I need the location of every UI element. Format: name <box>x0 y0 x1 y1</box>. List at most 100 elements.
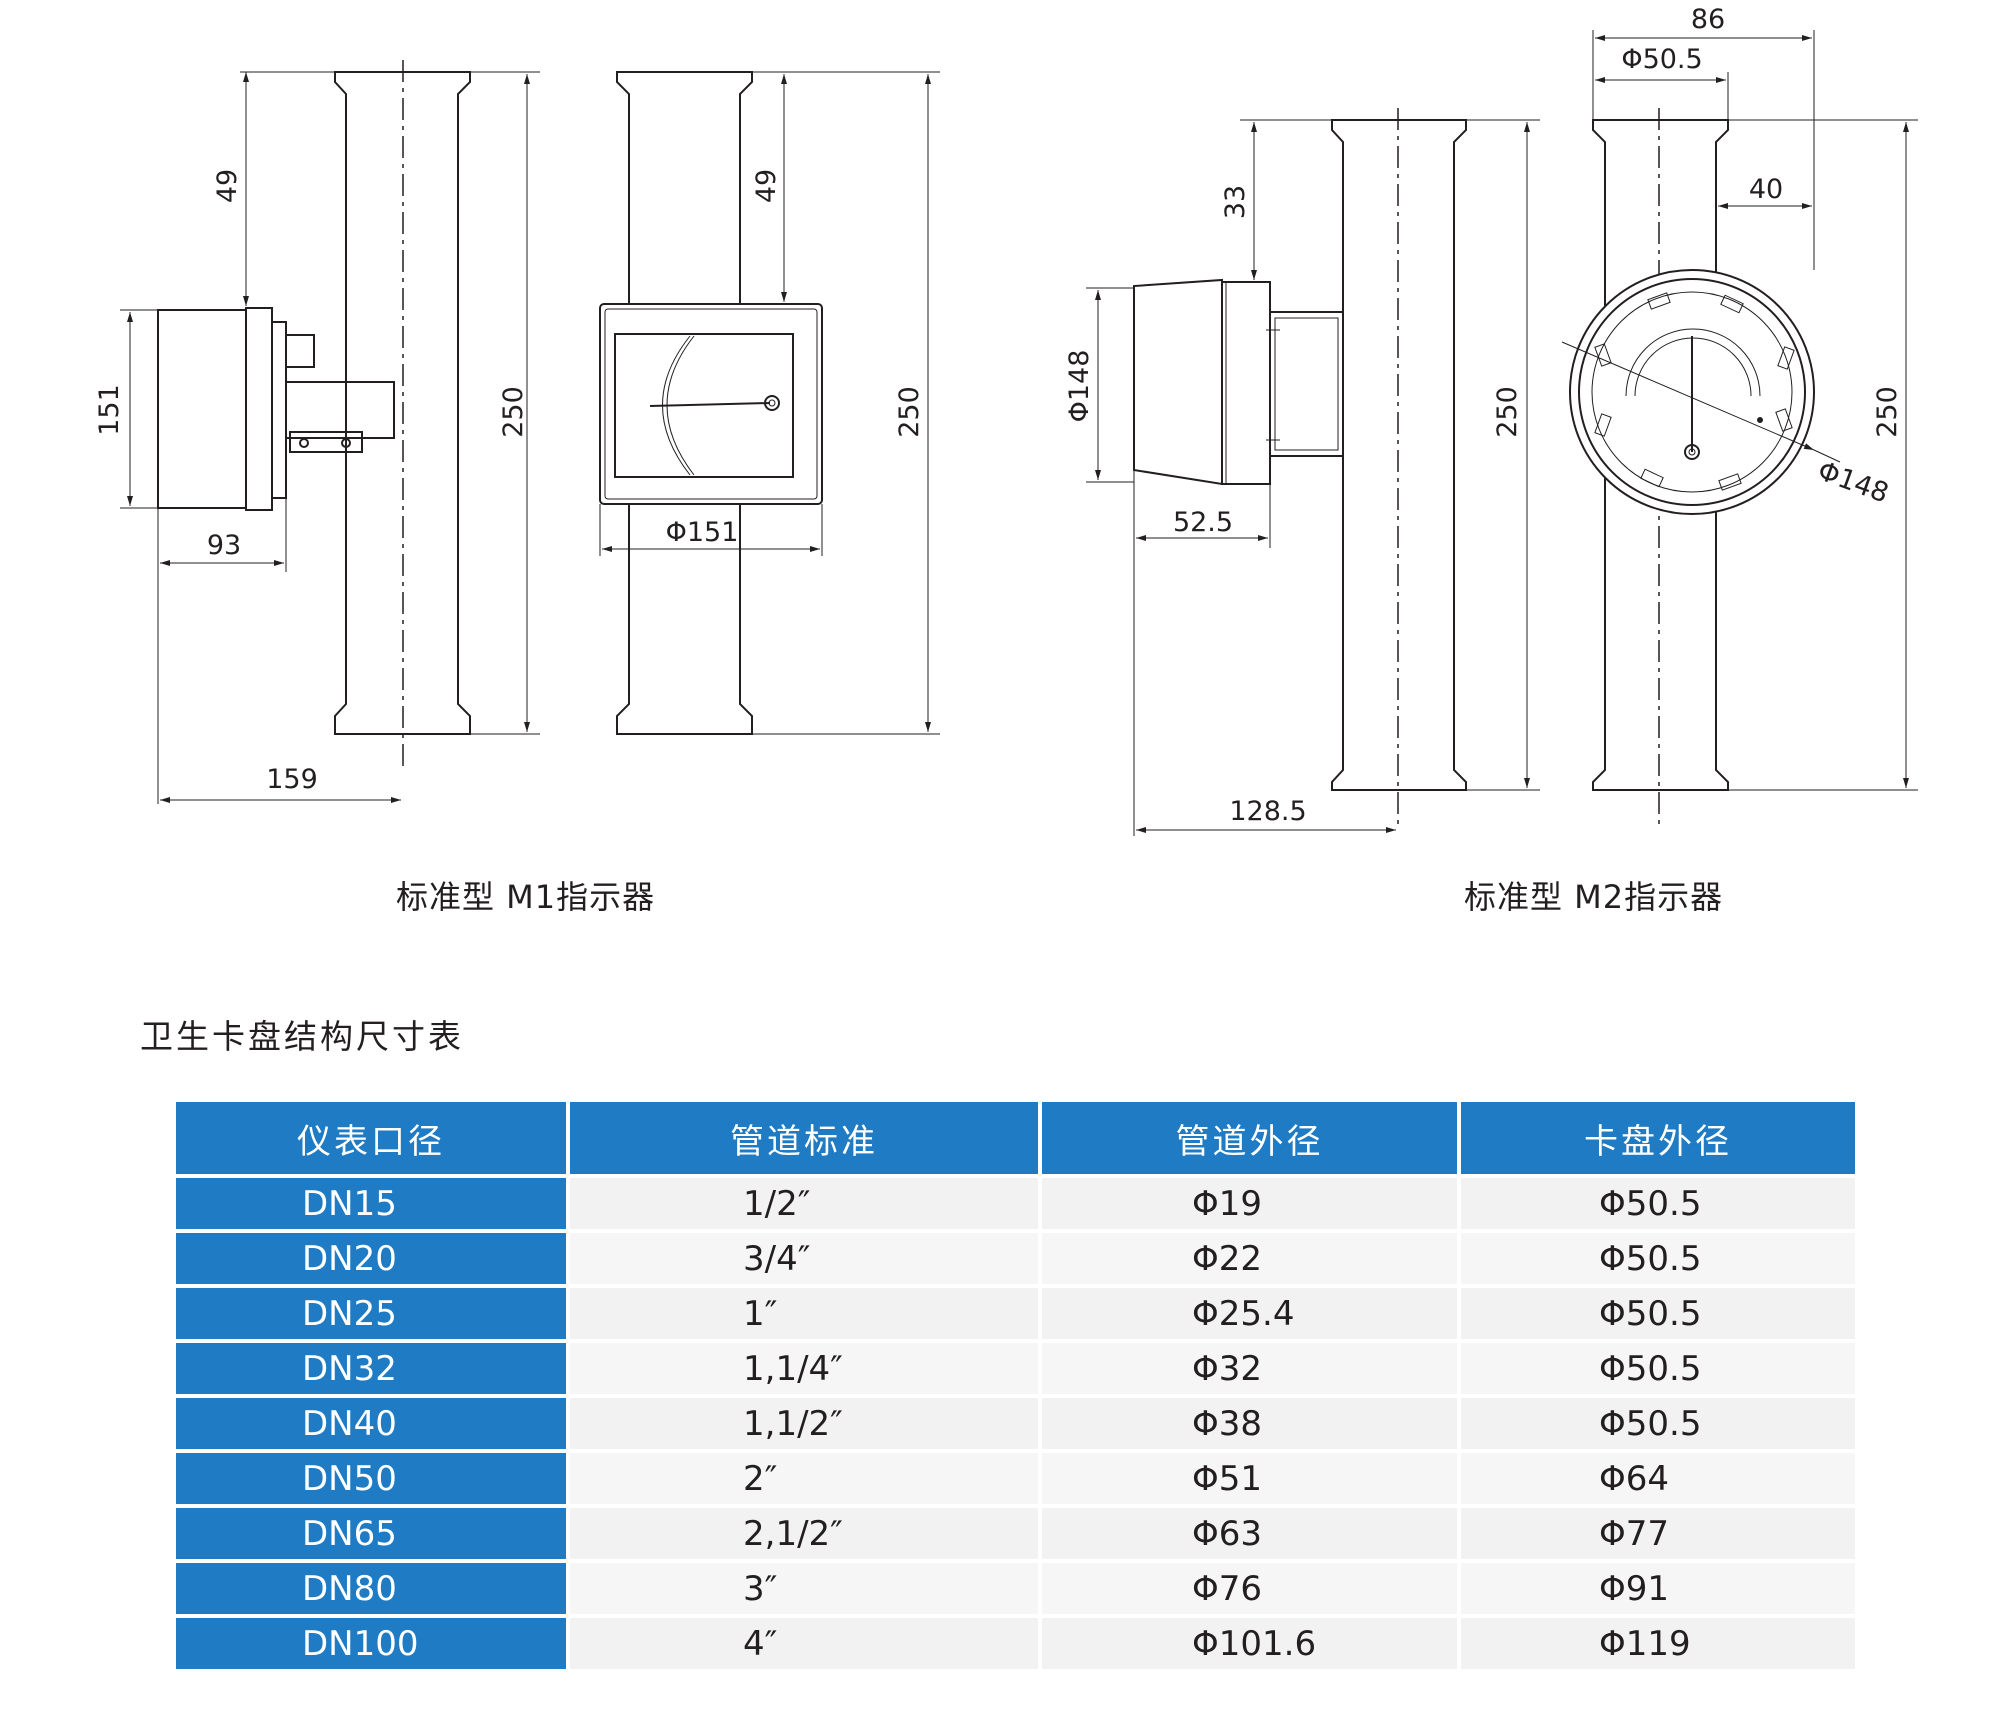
m2-caption: 标准型 M2指示器 <box>1464 878 1724 916</box>
cell-clamp-od: Φ64 <box>1461 1453 1855 1504</box>
table-header-row: 仪表口径 管道标准 管道外径 卡盘外径 <box>176 1102 1855 1174</box>
m1-dim-depth: 93 <box>207 530 241 561</box>
m1-dim-length-front: 250 <box>894 386 925 438</box>
m1-front-pointer-pin <box>768 399 776 407</box>
m2-front-pointer-hub <box>1684 444 1700 460</box>
cell-meter-size: DN15 <box>176 1178 566 1229</box>
m1-side-arm <box>285 381 395 439</box>
m2-side-view <box>1133 108 1467 826</box>
m2-dim-flange-dia: Φ50.5 <box>1621 44 1702 75</box>
m2-dim-dial-dia-front: Φ148 <box>1814 455 1893 509</box>
m2-front-view <box>1569 108 1815 826</box>
m2-dim-dial-dia-side: Φ148 <box>1064 350 1095 423</box>
cell-clamp-od: Φ50.5 <box>1461 1398 1855 1449</box>
m1-side-dial-glass <box>157 309 247 509</box>
m1-caption: 标准型 M1指示器 <box>396 878 656 916</box>
m1-side-screw <box>341 438 351 448</box>
cell-meter-size: DN40 <box>176 1398 566 1449</box>
cell-meter-size: DN80 <box>176 1563 566 1614</box>
cell-clamp-od: Φ50.5 <box>1461 1178 1855 1229</box>
m1-side-clamp-block <box>285 334 315 368</box>
cell-pipe-standard: 2″ <box>570 1453 1038 1504</box>
m2-side-pipe <box>1331 119 1467 791</box>
m2-dim-flange-width: 86 <box>1691 4 1725 35</box>
cell-clamp-od: Φ119 <box>1461 1618 1855 1669</box>
m1-dim-box-height: 151 <box>94 384 125 436</box>
header-meter-size: 仪表口径 <box>176 1102 566 1174</box>
m1-front-pointer-hub <box>764 395 780 411</box>
cell-clamp-od: Φ50.5 <box>1461 1233 1855 1284</box>
m1-front-dial-rim <box>604 308 818 500</box>
header-clamp-od: 卡盘外径 <box>1461 1102 1855 1174</box>
cell-pipe-standard: 1/2″ <box>570 1178 1038 1229</box>
cell-clamp-od: Φ50.5 <box>1461 1288 1855 1339</box>
m1-front-dimensions: 49 250 Φ151 <box>599 71 940 735</box>
cell-pipe-od: Φ51 <box>1042 1453 1457 1504</box>
cell-pipe-od: Φ63 <box>1042 1508 1457 1559</box>
m2-side-arm <box>1269 311 1344 457</box>
cell-pipe-standard: 2,1/2″ <box>570 1508 1038 1559</box>
cell-meter-size: DN32 <box>176 1343 566 1394</box>
cell-pipe-standard: 1,1/2″ <box>570 1398 1038 1449</box>
cell-meter-size: DN50 <box>176 1453 566 1504</box>
m1-dim-side-total: 159 <box>266 764 318 795</box>
m1-side-dial-bezel <box>245 307 273 511</box>
m1-side-screw <box>299 438 309 448</box>
cell-pipe-od: Φ32 <box>1042 1343 1457 1394</box>
cell-pipe-od: Φ19 <box>1042 1178 1457 1229</box>
cell-pipe-od: Φ38 <box>1042 1398 1457 1449</box>
cell-pipe-standard: 3″ <box>570 1563 1038 1614</box>
m2-side-dial-cover <box>1221 281 1271 485</box>
m1-side-bracket <box>289 431 363 453</box>
m2-front-clips <box>1594 292 1795 491</box>
technical-drawing: 49 151 93 159 250 49 250 <box>94 4 1918 836</box>
m2-front-dial-face <box>1591 291 1793 493</box>
m2-dim-body-depth: 52.5 <box>1173 507 1233 538</box>
m1-front-view <box>599 71 823 735</box>
m1-dim-length-side: 250 <box>498 386 529 438</box>
cell-pipe-standard: 4″ <box>570 1618 1038 1669</box>
header-pipe-od: 管道外径 <box>1042 1102 1457 1174</box>
m2-dim-side-total: 128.5 <box>1229 796 1306 827</box>
cell-clamp-od: Φ50.5 <box>1461 1343 1855 1394</box>
m2-side-dial-body <box>1133 278 1223 486</box>
m1-side-view <box>157 60 471 770</box>
cell-pipe-od: Φ25.4 <box>1042 1288 1457 1339</box>
cell-pipe-od: Φ76 <box>1042 1563 1457 1614</box>
cell-clamp-od: Φ77 <box>1461 1508 1855 1559</box>
cell-pipe-od: Φ101.6 <box>1042 1618 1457 1669</box>
cell-meter-size: DN20 <box>176 1233 566 1284</box>
header-pipe-standard: 管道标准 <box>570 1102 1038 1174</box>
cell-clamp-od: Φ91 <box>1461 1563 1855 1614</box>
m2-dim-top-gap: 33 <box>1220 185 1251 219</box>
m1-dim-dial-width: Φ151 <box>666 517 739 548</box>
cell-pipe-standard: 1″ <box>570 1288 1038 1339</box>
m2-dim-length-front: 250 <box>1872 386 1903 438</box>
m1-front-pointer <box>649 402 771 407</box>
table-title: 卫生卡盘结构尺寸表 <box>140 1017 464 1056</box>
m1-side-dimensions: 49 151 93 159 250 <box>94 71 540 804</box>
cell-meter-size: DN65 <box>176 1508 566 1559</box>
m1-front-dial-window <box>614 333 794 478</box>
cell-pipe-od: Φ22 <box>1042 1233 1457 1284</box>
m2-front-dial-rim <box>1578 278 1806 506</box>
m1-dim-top-gap-front: 49 <box>751 169 782 203</box>
m2-diameter-leader <box>1561 341 1815 451</box>
m2-dim-offset: 40 <box>1749 174 1783 205</box>
cell-meter-size: DN25 <box>176 1288 566 1339</box>
m2-side-dimensions: 33 Φ148 52.5 128.5 250 <box>1064 119 1540 836</box>
m2-front-scale-arc-outer <box>1625 328 1761 397</box>
cell-pipe-standard: 1,1/4″ <box>570 1343 1038 1394</box>
m2-side-arm-inner <box>1274 317 1339 451</box>
cell-meter-size: DN100 <box>176 1618 566 1669</box>
m1-side-dial-back <box>271 321 287 499</box>
